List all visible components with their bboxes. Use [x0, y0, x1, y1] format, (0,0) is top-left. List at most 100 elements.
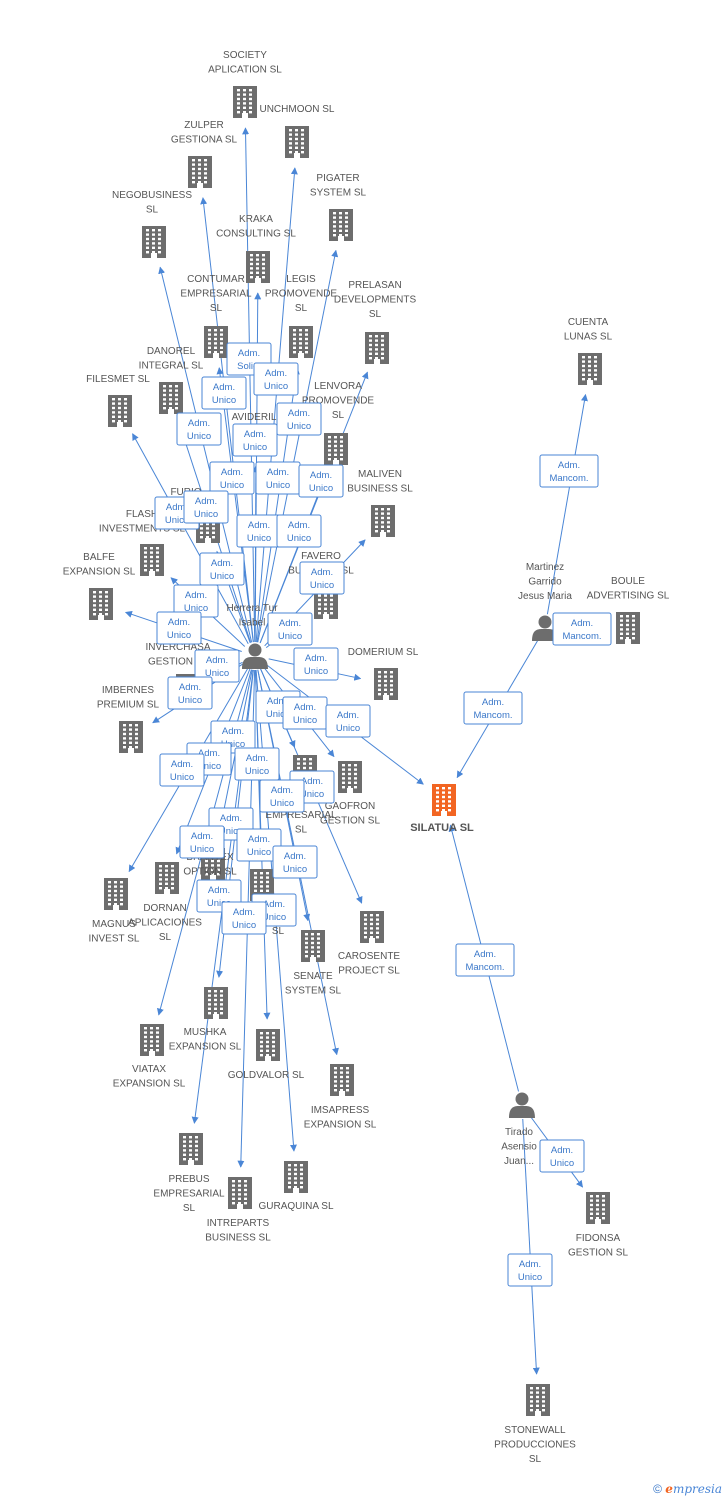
node-label: FILESMET SL [86, 374, 150, 385]
role-badge-text: Unico [283, 864, 307, 875]
node-label: GAOFRON [325, 801, 376, 812]
role-badge[interactable]: Adm.Unico [221, 901, 267, 935]
footer-brand[interactable]: © empresia [653, 1482, 722, 1496]
node-label: CONTUMAR [187, 274, 245, 285]
node-label: Tirado [505, 1127, 533, 1138]
node-domerium[interactable]: DOMERIUM SL [348, 647, 419, 700]
node-label: SL [210, 303, 223, 314]
node-label: INVERCHASA [145, 642, 210, 653]
node-guraquina[interactable]: GURAQUINA SL [258, 1161, 334, 1212]
role-badge[interactable]: Adm.Unico [325, 704, 371, 738]
role-badge[interactable]: Adm.Unico [293, 647, 339, 681]
role-badge-text: Adm. [267, 467, 289, 478]
node-goldvalor[interactable]: GOLDVALOR SL [228, 1029, 305, 1081]
building-icon [246, 251, 270, 283]
role-badge[interactable]: Adm.Unico [183, 490, 229, 524]
node-contumar[interactable]: CONTUMAR EMPRESARIAL SL [180, 274, 252, 358]
role-badge[interactable]: Adm.Mancom. [455, 943, 515, 977]
building-icon [233, 86, 257, 118]
role-badge[interactable]: Adm.Unico [199, 552, 245, 586]
role-badge[interactable]: Adm.Mancom. [463, 691, 523, 725]
role-badge[interactable]: Adm.Unico [507, 1253, 553, 1287]
node-label: BALFE [83, 552, 115, 563]
role-badge[interactable]: Adm.Unico [267, 612, 313, 646]
role-badge[interactable]: Adm.Unico [194, 649, 240, 683]
node-unchmoon[interactable]: UNCHMOON SL [259, 104, 335, 158]
role-badge-text: Unico [187, 431, 211, 442]
role-badge[interactable]: Adm.Unico [539, 1139, 585, 1173]
role-badge[interactable]: Adm.Unico [176, 412, 222, 446]
role-badge[interactable]: Adm.Unico [167, 676, 213, 710]
role-badge[interactable]: Adm.Mancom. [552, 612, 612, 646]
role-badge[interactable]: Adm.Unico [276, 402, 322, 436]
role-badge[interactable]: Adm.Unico [179, 825, 225, 859]
role-badge[interactable]: Adm.Unico [272, 845, 318, 879]
building-icon [586, 1192, 610, 1224]
role-badge[interactable]: Adm.Unico [236, 828, 282, 862]
node-tirado[interactable]: TiradoAsensioJuan... [501, 1092, 537, 1168]
role-badge[interactable]: Adm.Unico [236, 514, 282, 548]
node-filesmet[interactable]: FILESMET SL [86, 374, 150, 427]
node-silatua[interactable]: SILATUA SL [410, 784, 474, 834]
role-badge[interactable]: Adm.Unico [201, 376, 247, 410]
node-label: INVESTMENTS SL [99, 524, 186, 535]
role-badge-frame [267, 612, 313, 646]
edge-herrera-filesmet [132, 433, 249, 644]
role-badge-text: Unico [270, 798, 294, 809]
role-badge[interactable]: Adm.Unico [156, 611, 202, 645]
role-badge[interactable]: Adm.Unico [282, 696, 328, 730]
role-badge[interactable]: Adm.Unico [209, 461, 255, 495]
node-label: EMPRESARIAL [180, 289, 252, 300]
role-badge[interactable]: Adm.Unico [159, 753, 205, 787]
role-badge[interactable]: Adm.Unico [234, 747, 280, 781]
role-badge-frame [276, 514, 322, 548]
role-badge-text: Adm. [519, 1259, 541, 1270]
role-badge[interactable]: Adm.Unico [298, 464, 344, 498]
role-badge[interactable]: Adm.Unico [255, 461, 301, 495]
node-label: PROJECT SL [338, 966, 400, 977]
role-badge[interactable]: Adm.Unico [299, 561, 345, 595]
role-badge[interactable]: Adm.Unico [276, 514, 322, 548]
role-badge-text: Adm. [220, 813, 242, 824]
role-badge[interactable]: Adm.Unico [232, 423, 278, 457]
role-badge-text: Adm. [171, 759, 193, 770]
node-label: GOLDVALOR SL [228, 1070, 305, 1081]
role-badge-frame [199, 552, 245, 586]
building-icon [119, 721, 143, 753]
role-badge[interactable]: Adm.Mancom. [539, 454, 599, 488]
role-badge[interactable]: Adm.Unico [253, 362, 299, 396]
role-badge[interactable]: Adm.Unico [259, 779, 305, 813]
role-badge-text: Unico [309, 483, 333, 494]
role-badge-text: Unico [287, 421, 311, 432]
node-label: EXPANSION SL [113, 1079, 186, 1090]
